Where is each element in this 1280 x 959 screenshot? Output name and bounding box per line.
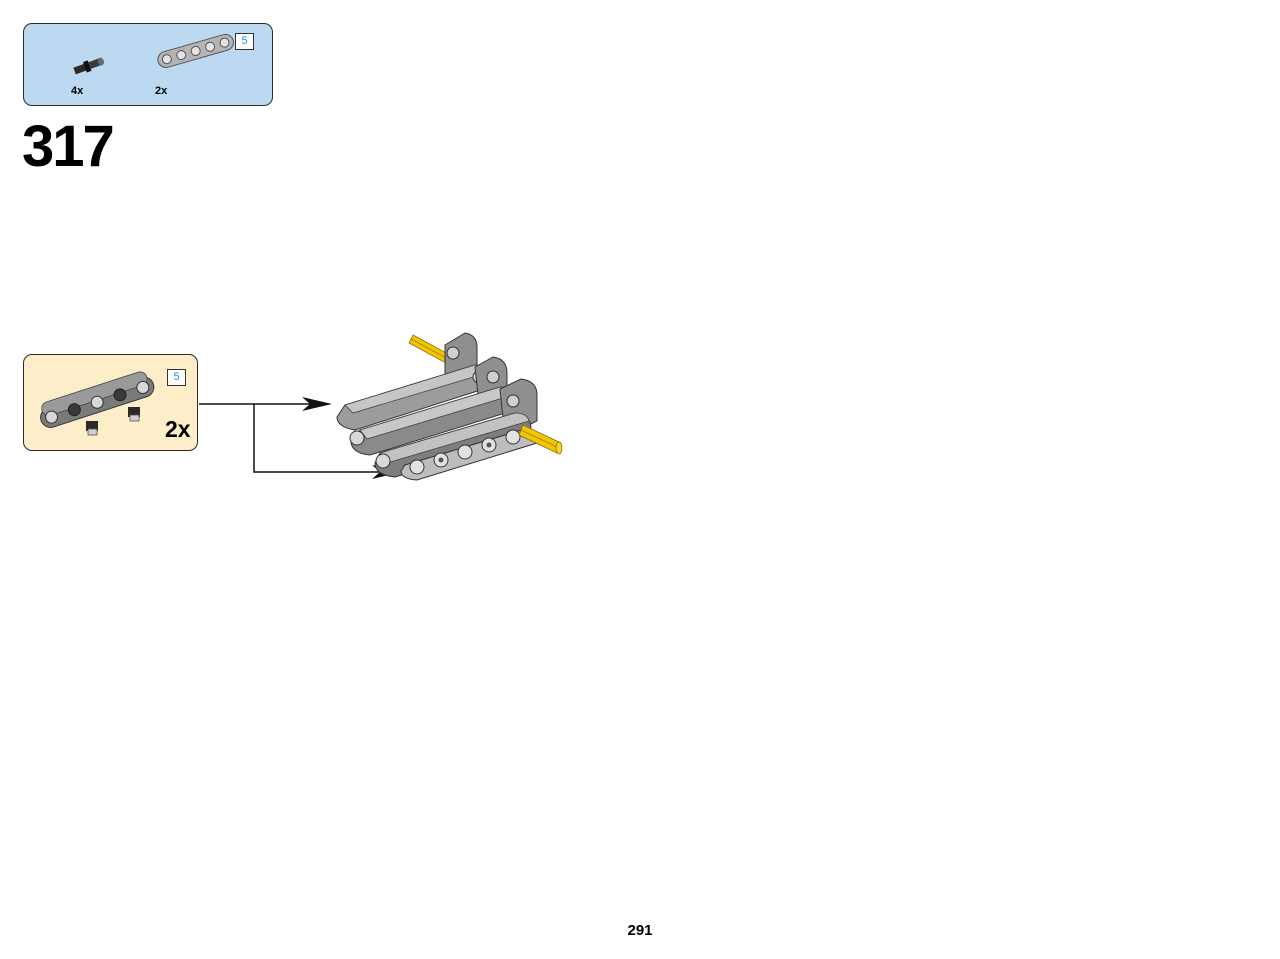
assembly-illustration xyxy=(336,332,563,481)
step-number: 317 xyxy=(22,114,115,179)
gray-beam-icon xyxy=(157,33,234,68)
subassembly-quantity: 2x xyxy=(165,416,191,442)
beam-quantity: 2x xyxy=(155,85,168,97)
parts-list-box: 4x 2x 5 xyxy=(23,23,273,106)
parts-illustrations xyxy=(73,33,234,75)
black-pin-icon xyxy=(73,57,105,75)
subassembly-illustration xyxy=(40,371,155,436)
yellow-axle-icon xyxy=(408,334,451,364)
pin-bushing-icon xyxy=(86,421,98,436)
beam-length-badge: 5 xyxy=(235,33,254,50)
subassembly-length-badge: 5 xyxy=(167,369,186,386)
page-number: 291 xyxy=(627,922,653,939)
pin-quantity: 4x xyxy=(71,85,84,97)
yellow-axle-icon xyxy=(518,424,563,455)
subassembly-box: 5 2x xyxy=(23,354,198,451)
pin-bushing-icon xyxy=(128,407,140,422)
arrow-head-upper xyxy=(302,397,332,411)
